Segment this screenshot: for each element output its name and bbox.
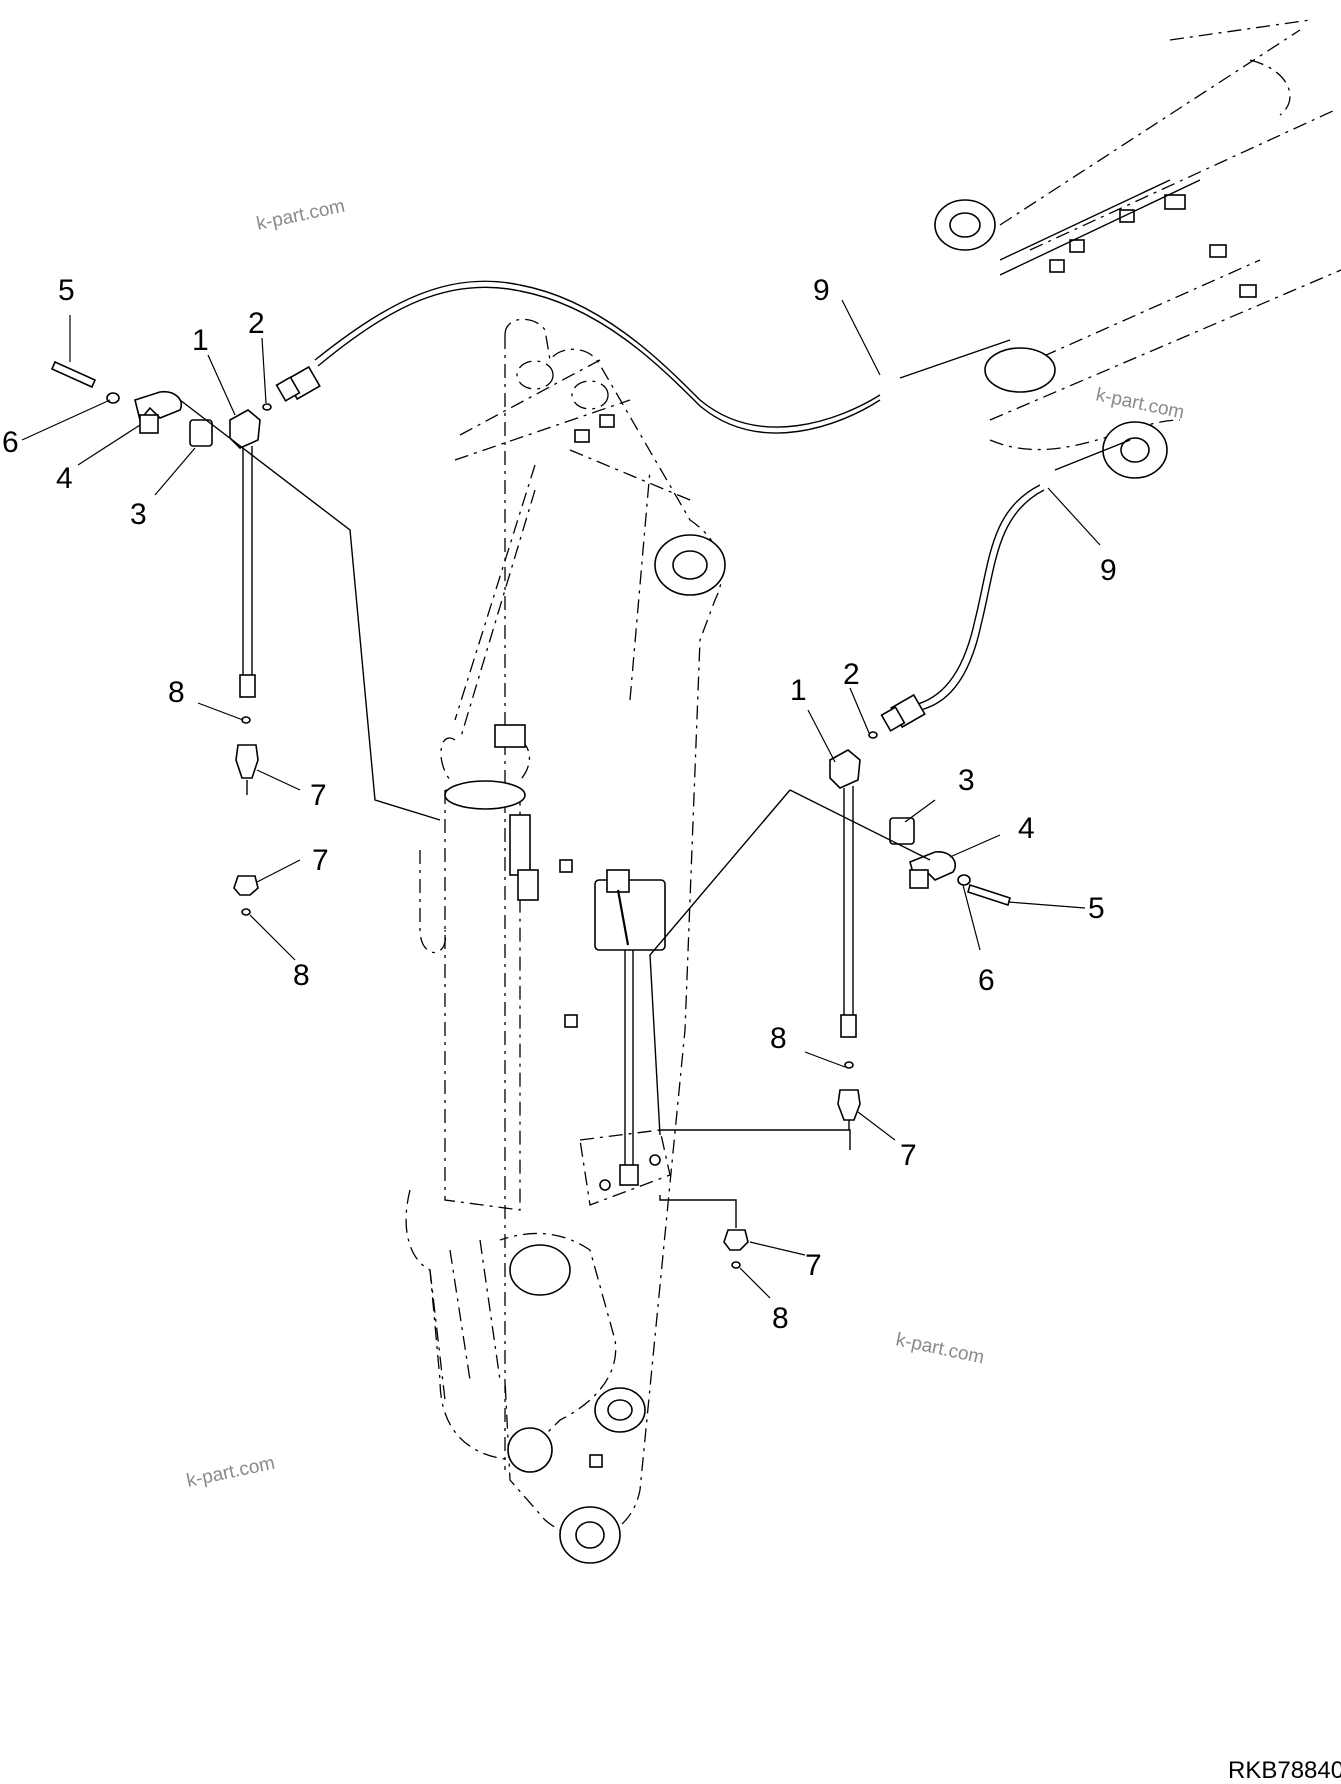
hose-9-right — [914, 484, 1041, 706]
watermark: k-part.com — [894, 1329, 986, 1368]
o-ring-2-right — [868, 731, 878, 739]
o-ring-2-left — [262, 403, 272, 411]
elbow-1-right — [829, 749, 861, 789]
callout-leaders — [21, 299, 1101, 1299]
hose-9-right-b — [920, 489, 1045, 711]
left-hose-end-fitting — [275, 365, 321, 402]
callout-8-left-lower: 8 — [293, 959, 310, 992]
adapter-7-left-upper — [235, 744, 259, 779]
callout-8-left-upper: 8 — [168, 676, 185, 709]
left-hose-assembly — [50, 360, 441, 916]
callout-4-left: 4 — [56, 462, 73, 495]
watermark: k-part.com — [255, 196, 347, 235]
callout-9-top: 9 — [813, 274, 830, 307]
callout-2-right: 2 — [843, 658, 860, 691]
callout-4-right: 4 — [1018, 812, 1035, 845]
washer-6-right — [957, 874, 971, 886]
clamp-4-right — [909, 851, 957, 889]
spacer-3-right — [889, 817, 915, 845]
hose-9-upper — [314, 280, 881, 428]
upper-boom-assembly — [934, 19, 1341, 479]
right-hose-assembly — [649, 693, 1011, 1269]
bolt-5-left — [50, 360, 97, 389]
adapter-7-right-upper — [837, 1089, 861, 1121]
callout-2-left: 2 — [248, 307, 265, 340]
watermark: k-part.com — [185, 1453, 277, 1492]
callout-8-right-upper: 8 — [770, 1022, 787, 1055]
callout-6-left: 6 — [2, 426, 19, 459]
callout-numbers: 5 6 4 3 1 2 8 7 7 8 9 9 1 2 3 4 5 6 8 7 … — [2, 274, 1117, 1335]
callout-5-right: 5 — [1088, 892, 1105, 925]
nut-7-left-lower — [233, 875, 259, 896]
o-ring-8-right-upper — [844, 1061, 854, 1069]
watermark: k-part.com — [1094, 384, 1186, 423]
clamp-4-left — [134, 390, 182, 434]
callout-8-right-lower: 8 — [772, 1302, 789, 1335]
o-ring-8-left-upper — [241, 716, 251, 724]
spacer-3-left — [189, 419, 213, 447]
hose-9-upper-b — [317, 286, 881, 434]
callout-5-left: 5 — [58, 274, 75, 307]
connector-line-right — [1054, 439, 1131, 471]
arm-outline — [405, 318, 726, 1564]
callout-1-left: 1 — [192, 324, 209, 357]
callout-7-right-upper: 7 — [900, 1139, 917, 1172]
callout-7-right-lower: 7 — [805, 1249, 822, 1282]
callout-6-right: 6 — [978, 964, 995, 997]
drawing-code: RKB78840 — [1228, 1757, 1341, 1784]
bolt-5-right — [967, 883, 1011, 907]
o-ring-8-left-lower — [241, 908, 251, 916]
arm-hose-assembly — [579, 869, 671, 1206]
right-hose-end-fitting — [880, 693, 926, 732]
callout-3-left: 3 — [130, 498, 147, 531]
callout-1-right: 1 — [790, 674, 807, 707]
callout-7-left-lower: 7 — [312, 844, 329, 877]
washer-6-left — [106, 392, 120, 404]
callout-9-right: 9 — [1100, 554, 1117, 587]
o-ring-8-right-lower — [731, 1261, 741, 1269]
callout-3-right: 3 — [958, 764, 975, 797]
callout-7-left-upper: 7 — [310, 779, 327, 812]
nut-7-right-lower — [723, 1229, 749, 1251]
connector-line-upper — [899, 339, 1011, 379]
